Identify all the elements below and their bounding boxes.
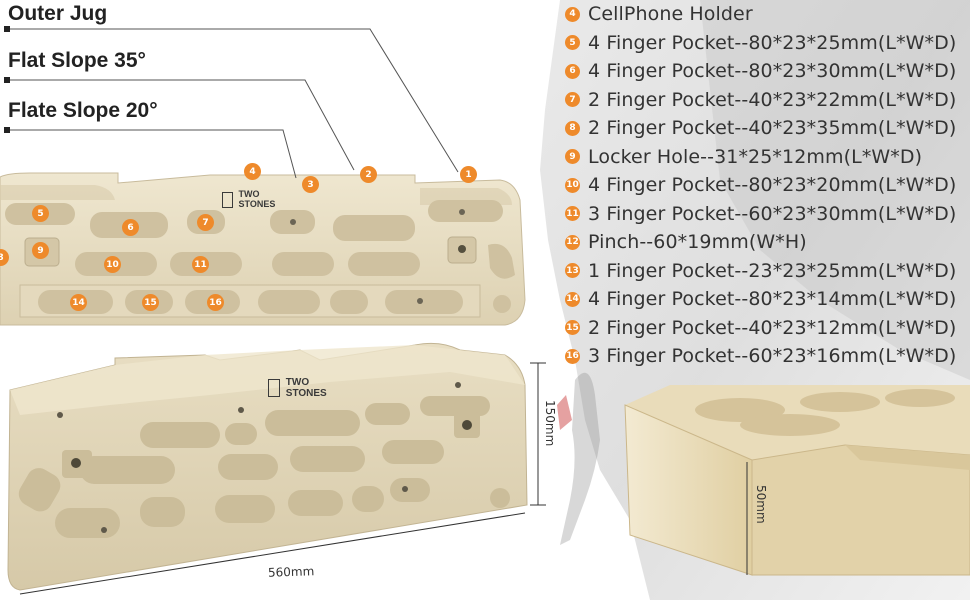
spec-item-5: 5 4 Finger Pocket--80*23*25mm(L*W*D) [565,29,956,58]
marker-6: 6 [122,219,139,236]
spec-item-9: 9 Locker Hole--31*25*12mm(L*W*D) [565,143,956,172]
spec-item-7: 7 2 Finger Pocket--40*23*22mm(L*W*D) [565,86,956,115]
spec-item-11: 11 3 Finger Pocket--60*23*30mm(L*W*D) [565,200,956,229]
spec-text: 1 Finger Pocket--23*23*25mm(L*W*D) [588,259,957,282]
spec-badge: 10 [565,177,580,193]
spec-item-8: 8 2 Finger Pocket--40*23*35mm(L*W*D) [565,114,956,143]
spec-item-16: 16 3 Finger Pocket--60*23*16mm(L*W*D) [565,342,956,371]
marker-5: 5 [32,205,49,222]
spec-badge: 11 [565,206,580,222]
spec-badge: 9 [565,149,580,165]
spec-badge: 5 [565,35,580,51]
spec-text: CellPhone Holder [588,3,753,26]
marker-4: 4 [244,163,261,180]
spec-item-15: 15 2 Finger Pocket--40*23*12mm(L*W*D) [565,314,956,343]
spec-item-10: 10 4 Finger Pocket--80*23*20mm(L*W*D) [565,171,956,200]
dimension-lines [19,362,748,595]
spec-item-12: 12 Pinch--60*19mm(W*H) [565,228,956,257]
dimension-width: 560mm [267,564,315,580]
spec-text: 3 Finger Pocket--60*23*30mm(L*W*D) [588,202,957,225]
hangboard-perspective-view [7,342,528,591]
spec-text: Locker Hole--31*25*12mm(L*W*D) [588,145,923,168]
spec-text: 4 Finger Pocket--80*23*30mm(L*W*D) [588,60,957,83]
spec-badge: 4 [565,6,580,22]
spec-badge: 7 [565,92,580,108]
marker-1: 1 [460,166,477,183]
brand-line1-top: TWO [238,189,260,199]
spec-list: 4 CellPhone Holder 5 4 Finger Pocket--80*2… [565,0,956,371]
callout-flat-slope-35: Flat Slope 35° [8,49,146,72]
brand-line2-top: STONES [238,198,276,209]
spec-badge: 13 [565,263,580,279]
marker-9: 9 [32,242,49,259]
dimension-depth: 50mm [754,485,768,524]
marker-7: 7 [197,214,214,231]
spec-text: Pinch--60*19mm(W*H) [588,231,807,254]
spec-item-13: 13 1 Finger Pocket--23*23*25mm(L*W*D) [565,257,956,286]
spec-badge: 8 [565,120,580,136]
hangboard-side-block [624,385,970,576]
spec-text: 4 Finger Pocket--80*23*25mm(L*W*D) [588,31,957,54]
spec-item-14: 14 4 Finger Pocket--80*23*14mm(L*W*D) [565,285,956,314]
spec-item-4: 4 CellPhone Holder [565,0,956,29]
spec-text: 2 Finger Pocket--40*23*35mm(L*W*D) [588,117,957,140]
spec-text: 2 Finger Pocket--40*23*22mm(L*W*D) [588,88,957,111]
marker-15: 15 [142,294,159,311]
marker-3: 3 [302,176,319,193]
marker-10: 10 [104,256,121,273]
callout-flat-slope-20: Flate Slope 20° [8,99,158,122]
marker-14: 14 [70,294,87,311]
marker-8: 8 [0,249,9,266]
brand-logo-bottom: TWO STONES [268,377,327,399]
spec-badge: 12 [565,234,580,250]
spec-text: 3 Finger Pocket--60*23*16mm(L*W*D) [588,345,957,368]
marker-16: 16 [207,294,224,311]
spec-text: 4 Finger Pocket--80*23*20mm(L*W*D) [588,174,957,197]
dimension-height: 150mm [543,400,557,447]
hangboard-top-view [0,172,526,326]
spec-badge: 16 [565,348,580,364]
spec-badge: 15 [565,320,580,336]
callout-outer-jug: Outer Jug [8,2,108,25]
marker-11: 11 [192,256,209,273]
callout-leader-lines [8,28,459,179]
brand-line1-bottom: TWO [285,377,310,388]
brand-logo-top: TWO STONES [222,189,276,210]
spec-item-6: 6 4 Finger Pocket--80*23*30mm(L*W*D) [565,57,956,86]
brand-line2-bottom: STONES [285,388,327,399]
spec-text: 4 Finger Pocket--80*23*14mm(L*W*D) [588,288,957,311]
spec-badge: 6 [565,63,580,79]
marker-2: 2 [360,166,377,183]
spec-badge: 14 [565,291,580,307]
spec-text: 2 Finger Pocket--40*23*12mm(L*W*D) [588,316,957,339]
